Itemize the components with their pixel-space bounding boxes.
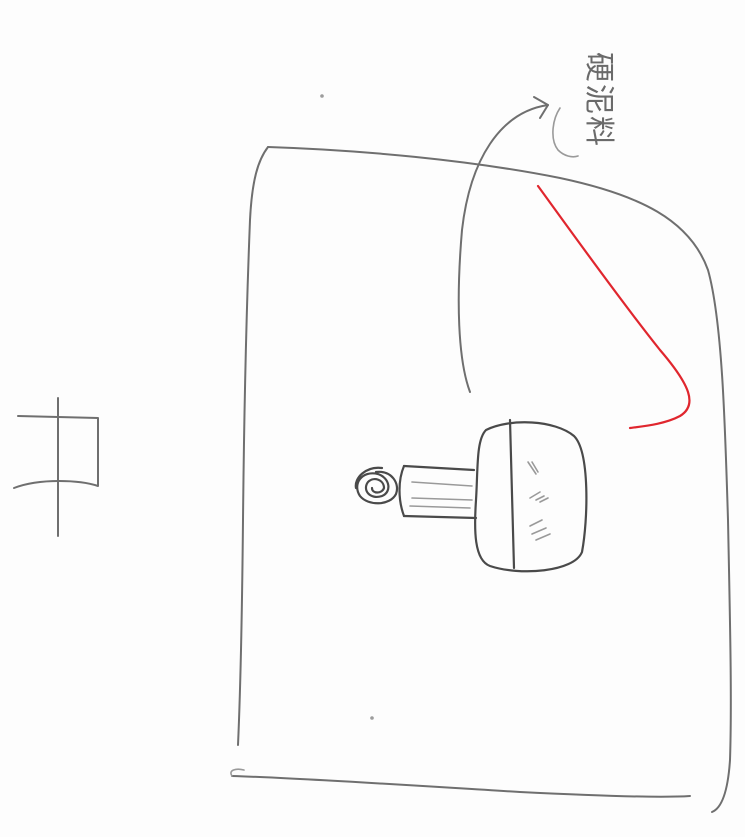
vessel-texture-2 [529, 491, 549, 503]
tray-left-edge [237, 146, 269, 746]
tray-bottom-edge [231, 775, 691, 798]
spout-inner-2 [411, 497, 473, 501]
spout-inner-3 [409, 505, 471, 509]
arrow-line [457, 104, 549, 393]
speck-1 [320, 94, 324, 98]
spout-inner-1 [411, 481, 473, 487]
red-marker-line [536, 184, 691, 430]
tray-bottom-hook [230, 768, 245, 777]
spout-bottom [402, 514, 478, 520]
vessel-divider [508, 418, 516, 570]
vessel-texture-3 [529, 519, 551, 541]
tray-outline [267, 146, 732, 813]
vessel-body [474, 421, 588, 573]
coil-scribble [354, 466, 399, 505]
vessel-texture-1 [527, 461, 539, 475]
spout-top [402, 464, 476, 472]
annotation-bracket [552, 107, 579, 158]
spout-end [398, 464, 406, 518]
annotation-label: 硬泥料 [581, 52, 616, 148]
arrow-head [533, 96, 549, 119]
symbol-box [13, 415, 99, 489]
speck-2 [370, 716, 374, 720]
